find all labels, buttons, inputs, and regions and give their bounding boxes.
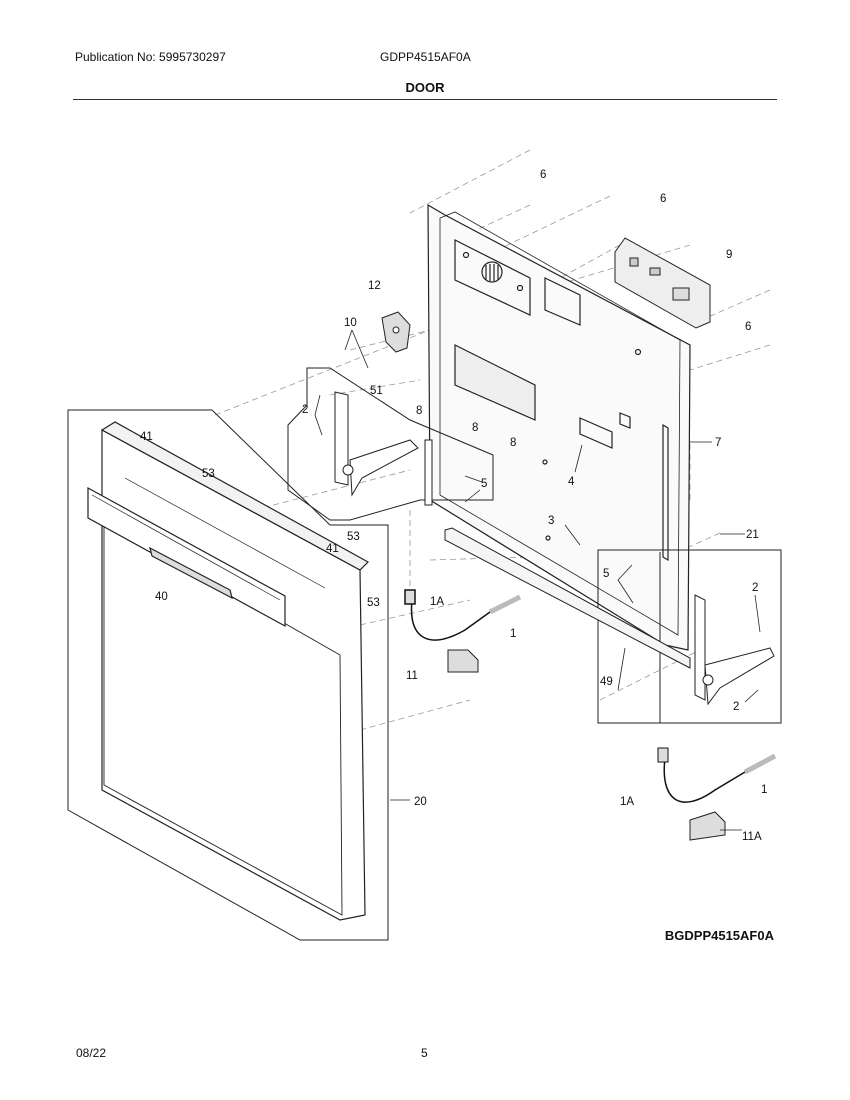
callout-1A: 1A <box>620 796 634 808</box>
cable-brackets <box>447 649 726 841</box>
callout-12: 12 <box>368 280 381 292</box>
callout-8: 8 <box>510 437 516 449</box>
callout-40: 40 <box>155 591 168 603</box>
door-latch <box>381 311 411 353</box>
callout-2: 2 <box>302 404 308 416</box>
callout-6: 6 <box>745 321 751 333</box>
callout-41: 41 <box>326 543 339 555</box>
callout-5: 5 <box>603 568 609 580</box>
part-callouts: 6 6 6 9 12 10 51 8 8 8 2 5 7 4 3 41 53 5… <box>140 169 767 843</box>
callout-4: 4 <box>568 476 575 488</box>
footer-date: 08/22 <box>76 1046 107 1060</box>
callout-5: 5 <box>481 478 487 490</box>
diagram-code: BGDPP4515AF0A <box>664 928 774 943</box>
callout-9: 9 <box>726 249 732 261</box>
callout-20: 20 <box>414 796 427 808</box>
inner-door-panel <box>427 203 691 651</box>
page-number: 5 <box>421 1046 428 1060</box>
callout-2: 2 <box>733 701 739 713</box>
callout-53: 53 <box>202 468 215 480</box>
door-cables <box>404 589 777 803</box>
header-divider <box>73 99 777 100</box>
model-number: GDPP4515AF0A <box>380 50 471 64</box>
callout-21: 21 <box>746 529 759 541</box>
callout-10: 10 <box>344 317 357 329</box>
callout-11A: 11A <box>742 831 762 843</box>
callout-7: 7 <box>715 437 721 449</box>
callout-49: 49 <box>600 676 613 688</box>
callout-8: 8 <box>472 422 478 434</box>
bottom-trim-strip <box>444 527 691 669</box>
callout-1: 1 <box>510 628 516 640</box>
callout-51: 51 <box>370 385 383 397</box>
control-board <box>614 237 711 329</box>
callout-41: 41 <box>140 431 153 443</box>
callout-53: 53 <box>367 597 380 609</box>
callout-2: 2 <box>752 582 758 594</box>
callout-leaders <box>314 329 761 831</box>
callout-6: 6 <box>660 193 666 205</box>
callout-1A: 1A <box>430 596 444 608</box>
outer-door-outline <box>67 409 389 941</box>
section-title: DOOR <box>405 80 445 95</box>
callout-3: 3 <box>548 515 554 527</box>
callout-8: 8 <box>416 405 422 417</box>
callout-1: 1 <box>761 784 767 796</box>
callout-11: 11 <box>406 670 418 682</box>
outer-door-panel <box>87 421 369 921</box>
callout-53: 53 <box>347 531 360 543</box>
right-hinge-assembly <box>597 549 782 724</box>
left-hinge-assembly <box>287 367 494 521</box>
callout-6: 6 <box>540 169 546 181</box>
publication-number: Publication No: 5995730297 <box>75 50 226 64</box>
